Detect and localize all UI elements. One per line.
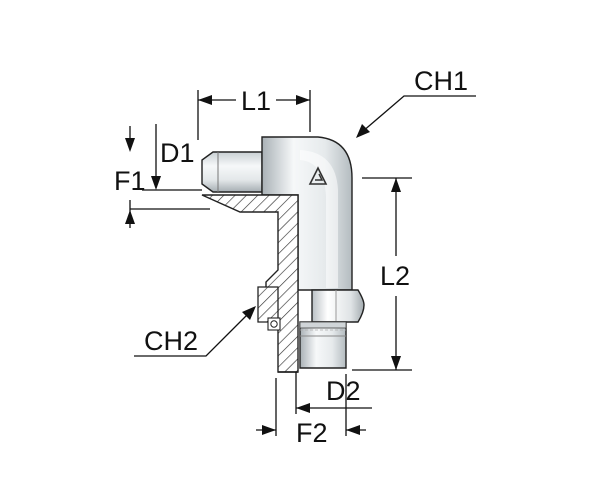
f2-arrow-right xyxy=(346,425,360,435)
ch1-leader xyxy=(361,95,476,133)
elbow-highlight xyxy=(300,150,338,288)
ch1-arrow xyxy=(356,124,370,138)
label-l1: L1 xyxy=(241,86,271,116)
label-ch1: CH1 xyxy=(414,66,468,96)
f2-arrow-left xyxy=(262,425,276,435)
fitting-body xyxy=(201,136,365,373)
f1-arrow-bottom xyxy=(125,210,135,224)
label-f2: F2 xyxy=(296,418,328,448)
f1-arrow-top xyxy=(125,138,135,152)
l2-arrow-top xyxy=(391,178,401,192)
o-ring-circle xyxy=(270,320,278,328)
dimension-lines xyxy=(125,90,476,436)
ch2-arrow xyxy=(242,306,256,320)
hex-nut-ch2 xyxy=(311,289,365,323)
label-d1: D1 xyxy=(160,138,195,168)
tube-end-horizontal xyxy=(201,151,263,193)
l2-arrow-bottom xyxy=(391,356,401,370)
locknut-section xyxy=(257,286,279,323)
label-f1: F1 xyxy=(114,166,146,196)
label-d2: D2 xyxy=(326,376,361,406)
lower-stud xyxy=(299,321,347,369)
d2-arrow xyxy=(296,403,310,413)
label-ch2: CH2 xyxy=(144,326,198,356)
ch2-leader xyxy=(134,311,251,357)
o-ring-section xyxy=(267,317,281,331)
dimension-labels: L1 CH1 D1 F1 L2 CH2 D2 F2 xyxy=(114,66,468,448)
d1-arrow-down xyxy=(151,176,161,190)
l1-arrow-left xyxy=(198,95,212,105)
o-ring-seat xyxy=(299,321,347,329)
label-l2: L2 xyxy=(380,261,410,291)
brand-logo-icon xyxy=(308,166,328,185)
l1-arrow-right xyxy=(296,95,310,105)
